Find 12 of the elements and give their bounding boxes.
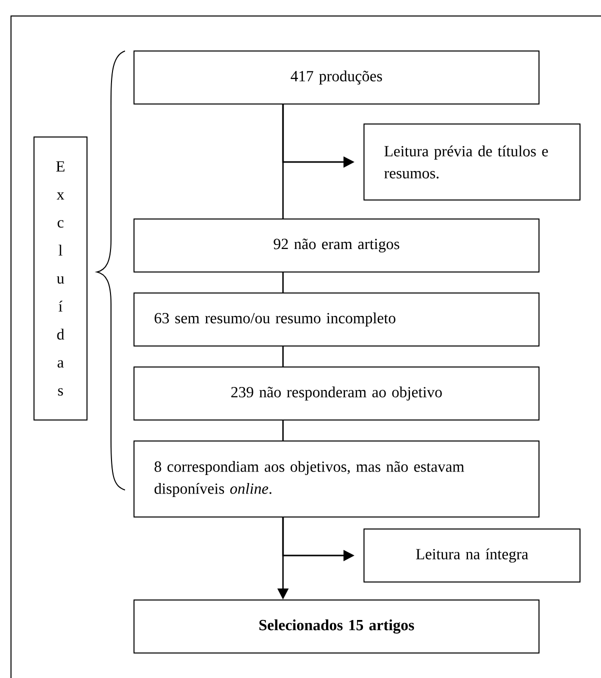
process-box: 63 sem resumo/ou resumo incompleto	[134, 292, 540, 346]
process-box: 417 produções	[134, 50, 540, 104]
process-box: 92 não eram artigos	[134, 218, 540, 272]
connector-line	[282, 346, 284, 366]
note-box: Leitura prévia de títulos e resumos.	[364, 124, 580, 200]
connector-line	[282, 420, 284, 440]
process-box: Selecionados 15 artigos	[134, 600, 540, 654]
label-box: Excluídas	[34, 136, 88, 420]
process-box: 239 não responderam ao objetivo	[134, 366, 540, 420]
process-box: 8 correspondiam aos objetivos, mas não estavam disponíveis online.	[134, 440, 540, 518]
note-box: Leitura na íntegra	[364, 528, 580, 582]
connector-line	[282, 272, 284, 292]
